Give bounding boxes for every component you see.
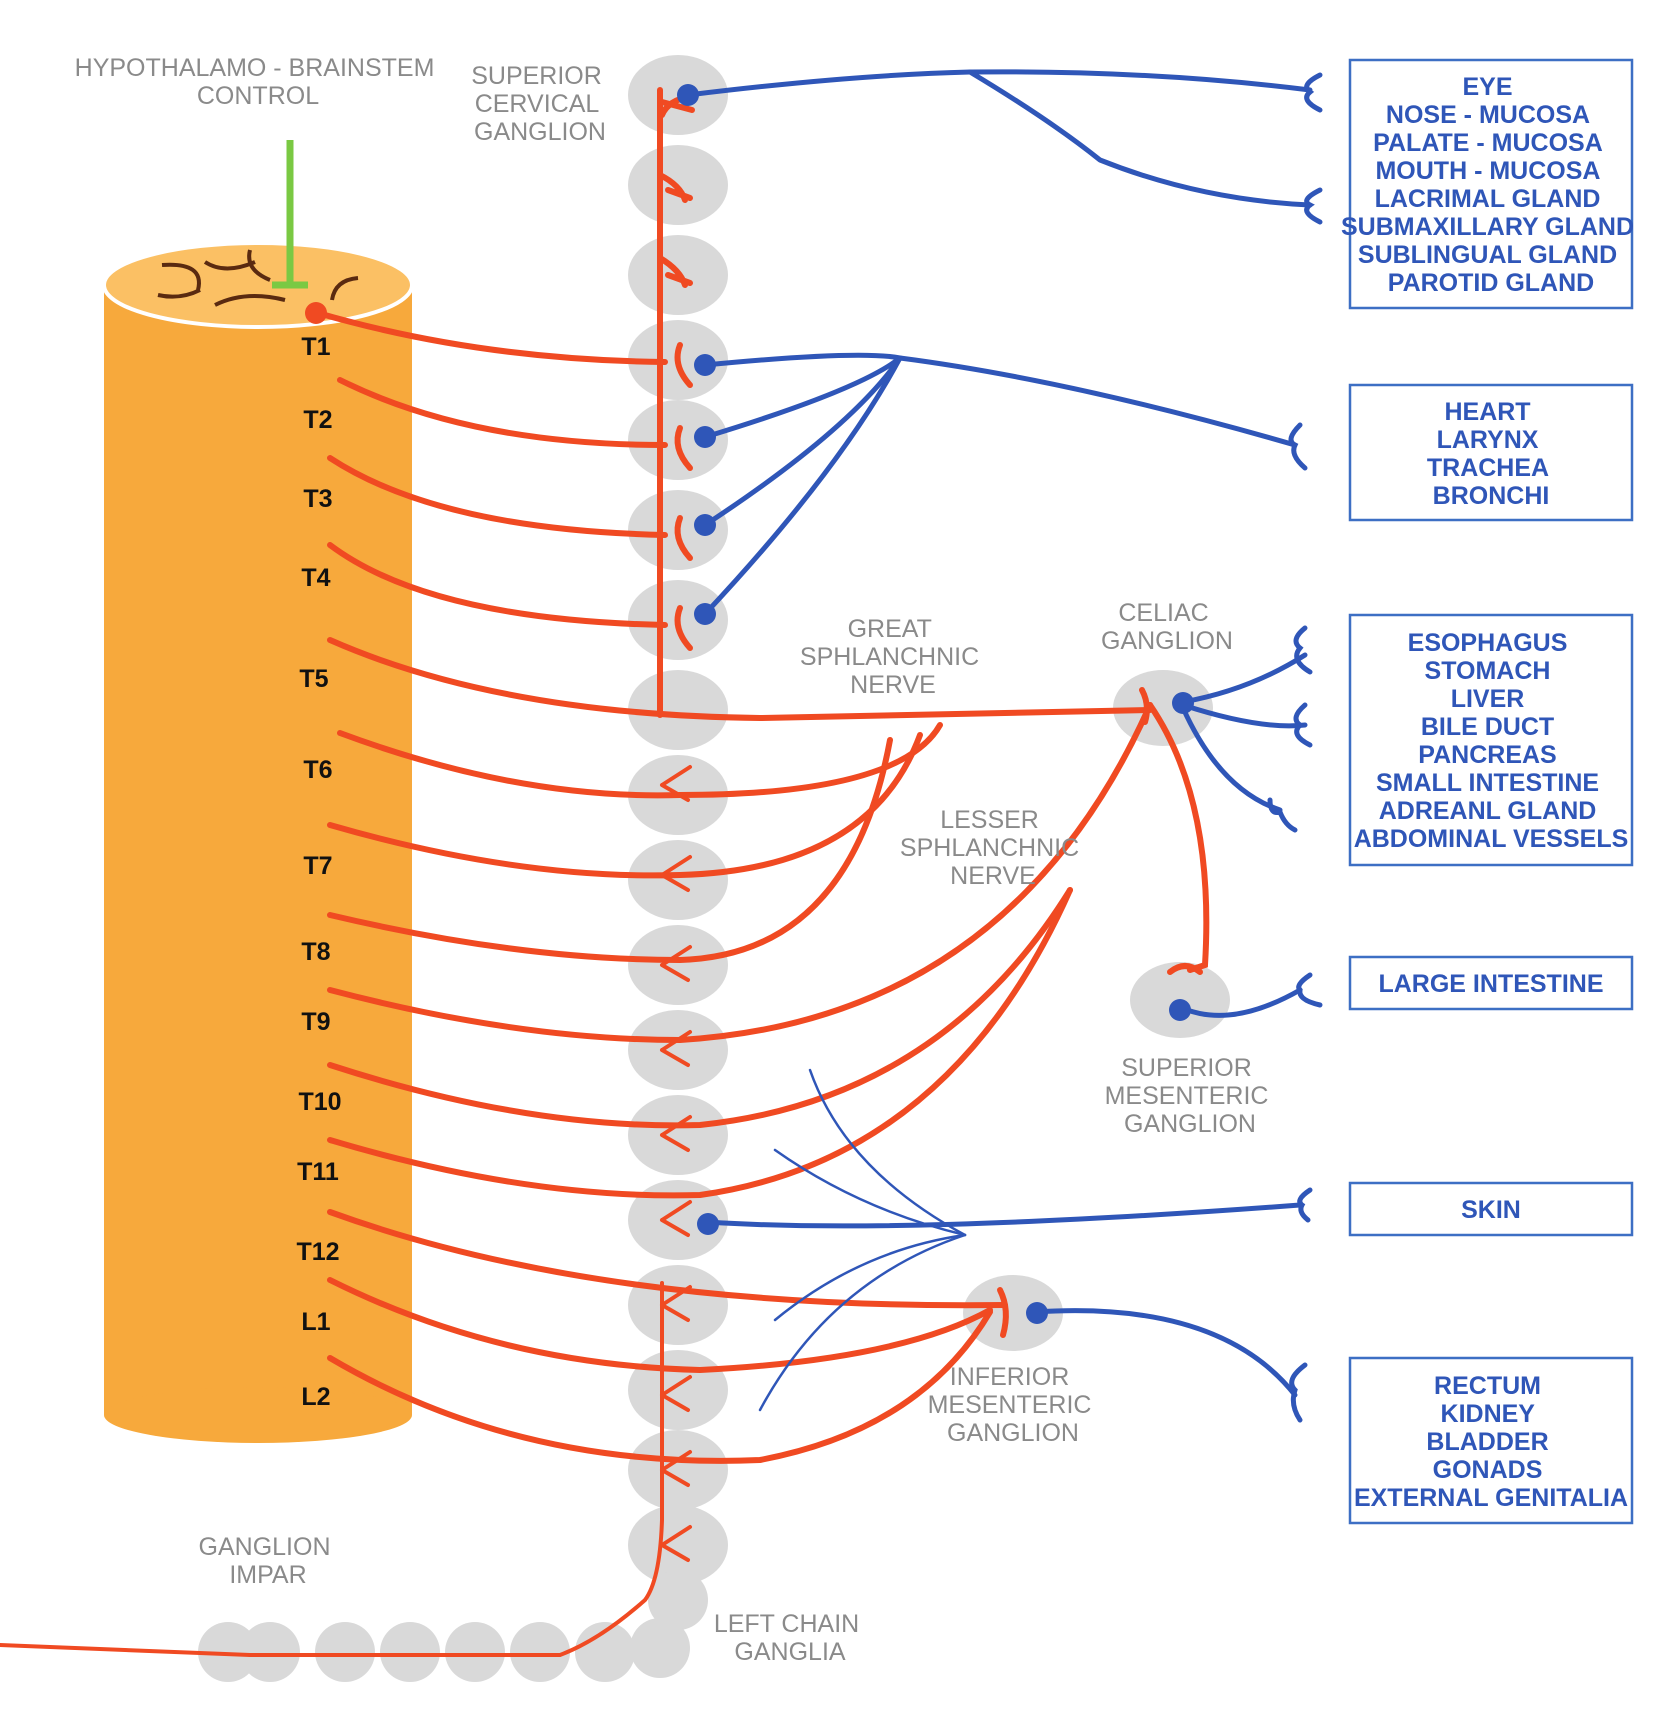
- inferior-mesenteric-cell-body: [1026, 1302, 1048, 1324]
- t1-cell-body: [694, 354, 716, 376]
- spinal-cell-body: [305, 302, 327, 324]
- chain-ganglion: [628, 1010, 728, 1090]
- segment-label: L2: [301, 1383, 330, 1411]
- chain-ganglion: [628, 1350, 728, 1430]
- ganglion-impar-label: GANGLION IMPAR: [199, 1533, 338, 1589]
- segment-label: T3: [303, 485, 332, 513]
- organ-list: EYE NOSE - MUCOSA PALATE - MUCOSA MOUTH …: [1341, 73, 1641, 297]
- chain-ganglion: [315, 1622, 375, 1682]
- segment-label: T9: [301, 1008, 330, 1036]
- chain-ganglion: [198, 1622, 258, 1682]
- postganglionic-endings: [1267, 72, 1323, 1423]
- celiac-cell-body: [1172, 692, 1194, 714]
- control-label: HYPOTHALAMO - BRAINSTEM CONTROL: [75, 54, 442, 110]
- superior-mesenteric-cell-body: [1169, 999, 1191, 1021]
- chain-ganglion: [628, 840, 728, 920]
- chain-ganglion: [445, 1622, 505, 1682]
- t11-cell-body: [697, 1213, 719, 1235]
- segment-label: T2: [303, 406, 332, 434]
- superior-cervical-cell-body: [677, 84, 699, 106]
- organ-box-abdomen: ESOPHAGUS STOMACH LIVER BILE DUCT PANCRE…: [1348, 613, 1634, 867]
- great-splanchnic-label: GREAT SPHLANCHNIC NERVE: [800, 615, 986, 699]
- superior-mesenteric-label: SUPERIOR MESENTERIC GANGLION: [1105, 1054, 1276, 1138]
- lesser-splanchnic-label: LESSER SPHLANCHNIC NERVE: [900, 806, 1086, 890]
- segment-labels: T1 T2 T3 T4 T5 T6 T7 T8 T9 T10 T11 T12 L…: [296, 333, 341, 1411]
- chain-ganglion: [575, 1622, 635, 1682]
- preganglionic-fibers: [0, 87, 1210, 1657]
- left-chain-label: LEFT CHAIN GANGLIA: [714, 1610, 866, 1666]
- chain-ganglion: [628, 1430, 728, 1510]
- chain-ganglion: [628, 1265, 728, 1345]
- segment-label: T7: [303, 852, 332, 880]
- chain-branch: [660, 1375, 692, 1412]
- sympathetic-chain: [198, 55, 728, 1682]
- organ-box-large-intestine: LARGE INTESTINE: [1348, 955, 1634, 1011]
- organ-list: RECTUM KIDNEY BLADDER GONADS EXTERNAL GE…: [1354, 1372, 1628, 1512]
- segment-label: T8: [301, 938, 330, 966]
- organ-box-thorax: HEART LARYNX TRACHEA BRONCHI: [1348, 383, 1634, 522]
- postganglionic-fibers: [685, 69, 1313, 1412]
- chain-branch: [660, 1200, 692, 1237]
- segment-label: T4: [301, 564, 330, 592]
- segment-label: L1: [301, 1308, 330, 1336]
- organ-box-skin: SKIN: [1348, 1181, 1634, 1237]
- inferior-mesenteric-label: INFERIOR MESENTERIC GANGLION: [928, 1363, 1099, 1447]
- target-organs: EYE NOSE - MUCOSA PALATE - MUCOSA MOUTH …: [1341, 58, 1641, 1525]
- organ-list: ESOPHAGUS STOMACH LIVER BILE DUCT PANCRE…: [1354, 629, 1629, 853]
- chain-branch: [660, 1525, 692, 1562]
- superior-cervical-label: SUPERIOR CERVICAL GANGLION: [471, 62, 609, 146]
- organ-list: HEART LARYNX TRACHEA BRONCHI: [1427, 398, 1555, 510]
- segment-label: T5: [299, 665, 328, 693]
- chain-ganglion: [628, 1505, 728, 1585]
- organ-box-pelvis: RECTUM KIDNEY BLADDER GONADS EXTERNAL GE…: [1348, 1356, 1634, 1525]
- chain-ganglion: [380, 1622, 440, 1682]
- segment-label: T6: [303, 756, 332, 784]
- ganglion-cell-bodies: [305, 84, 1194, 1324]
- inferior-mesenteric-ganglion: [963, 1275, 1063, 1351]
- chain-ganglion: [628, 1180, 728, 1260]
- chain-ganglion: [240, 1622, 300, 1682]
- chain-ganglion: [648, 1570, 708, 1630]
- preganglionic-synapses: [657, 93, 1203, 1338]
- hypothalamo-brainstem-input: [272, 140, 308, 289]
- ganglion-labels: HYPOTHALAMO - BRAINSTEM CONTROL SUPERIOR…: [75, 54, 1276, 1666]
- chain-ganglion: [628, 670, 728, 750]
- chain-ganglion: [510, 1622, 570, 1682]
- chain-ganglion: [628, 925, 728, 1005]
- spinal-cord: [102, 241, 414, 1443]
- t4-cell-body: [694, 603, 716, 625]
- segment-label: T1: [301, 333, 330, 361]
- chain-ganglion: [630, 1618, 690, 1678]
- chain-ganglion: [628, 1095, 728, 1175]
- organ-list: SKIN: [1461, 1196, 1521, 1224]
- segment-label: T10: [298, 1088, 341, 1116]
- segment-label: T11: [297, 1158, 339, 1186]
- t2-cell-body: [694, 426, 716, 448]
- segment-label: T12: [296, 1238, 339, 1266]
- celiac-label: CELIAC GANGLION: [1101, 599, 1233, 655]
- t3-cell-body: [694, 514, 716, 536]
- organ-box-head: EYE NOSE - MUCOSA PALATE - MUCOSA MOUTH …: [1341, 58, 1641, 310]
- organ-list: LARGE INTESTINE: [1378, 970, 1603, 998]
